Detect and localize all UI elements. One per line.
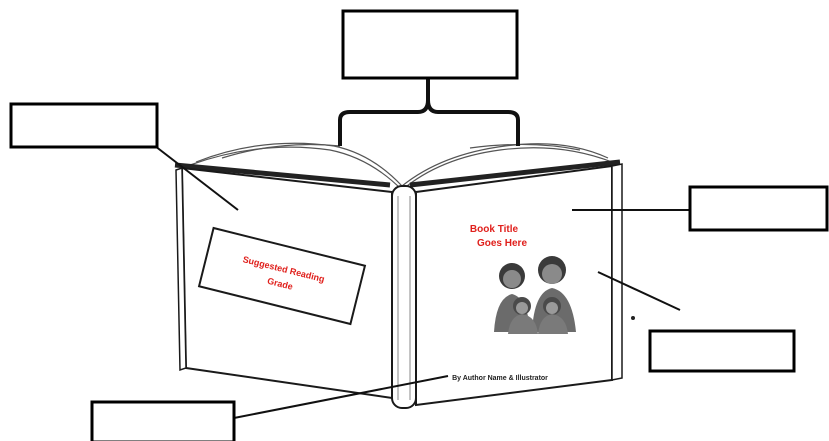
pages-bracket [340,100,518,146]
front-cover-title-line-2: Goes Here [477,238,527,249]
label-box-bottom-left[interactable] [92,402,234,441]
label-box-top[interactable] [343,11,517,78]
book-spine [392,186,416,408]
label-box-upper-left[interactable] [11,104,157,147]
small-dot [631,316,635,320]
label-box-right-upper[interactable] [690,187,827,230]
label-box-right-lower[interactable] [650,331,794,371]
cover-illustration [490,256,578,334]
front-cover-byline: By Author Name & Illustrator [452,375,548,382]
front-cover-title-line-1: Book Title [470,224,519,235]
